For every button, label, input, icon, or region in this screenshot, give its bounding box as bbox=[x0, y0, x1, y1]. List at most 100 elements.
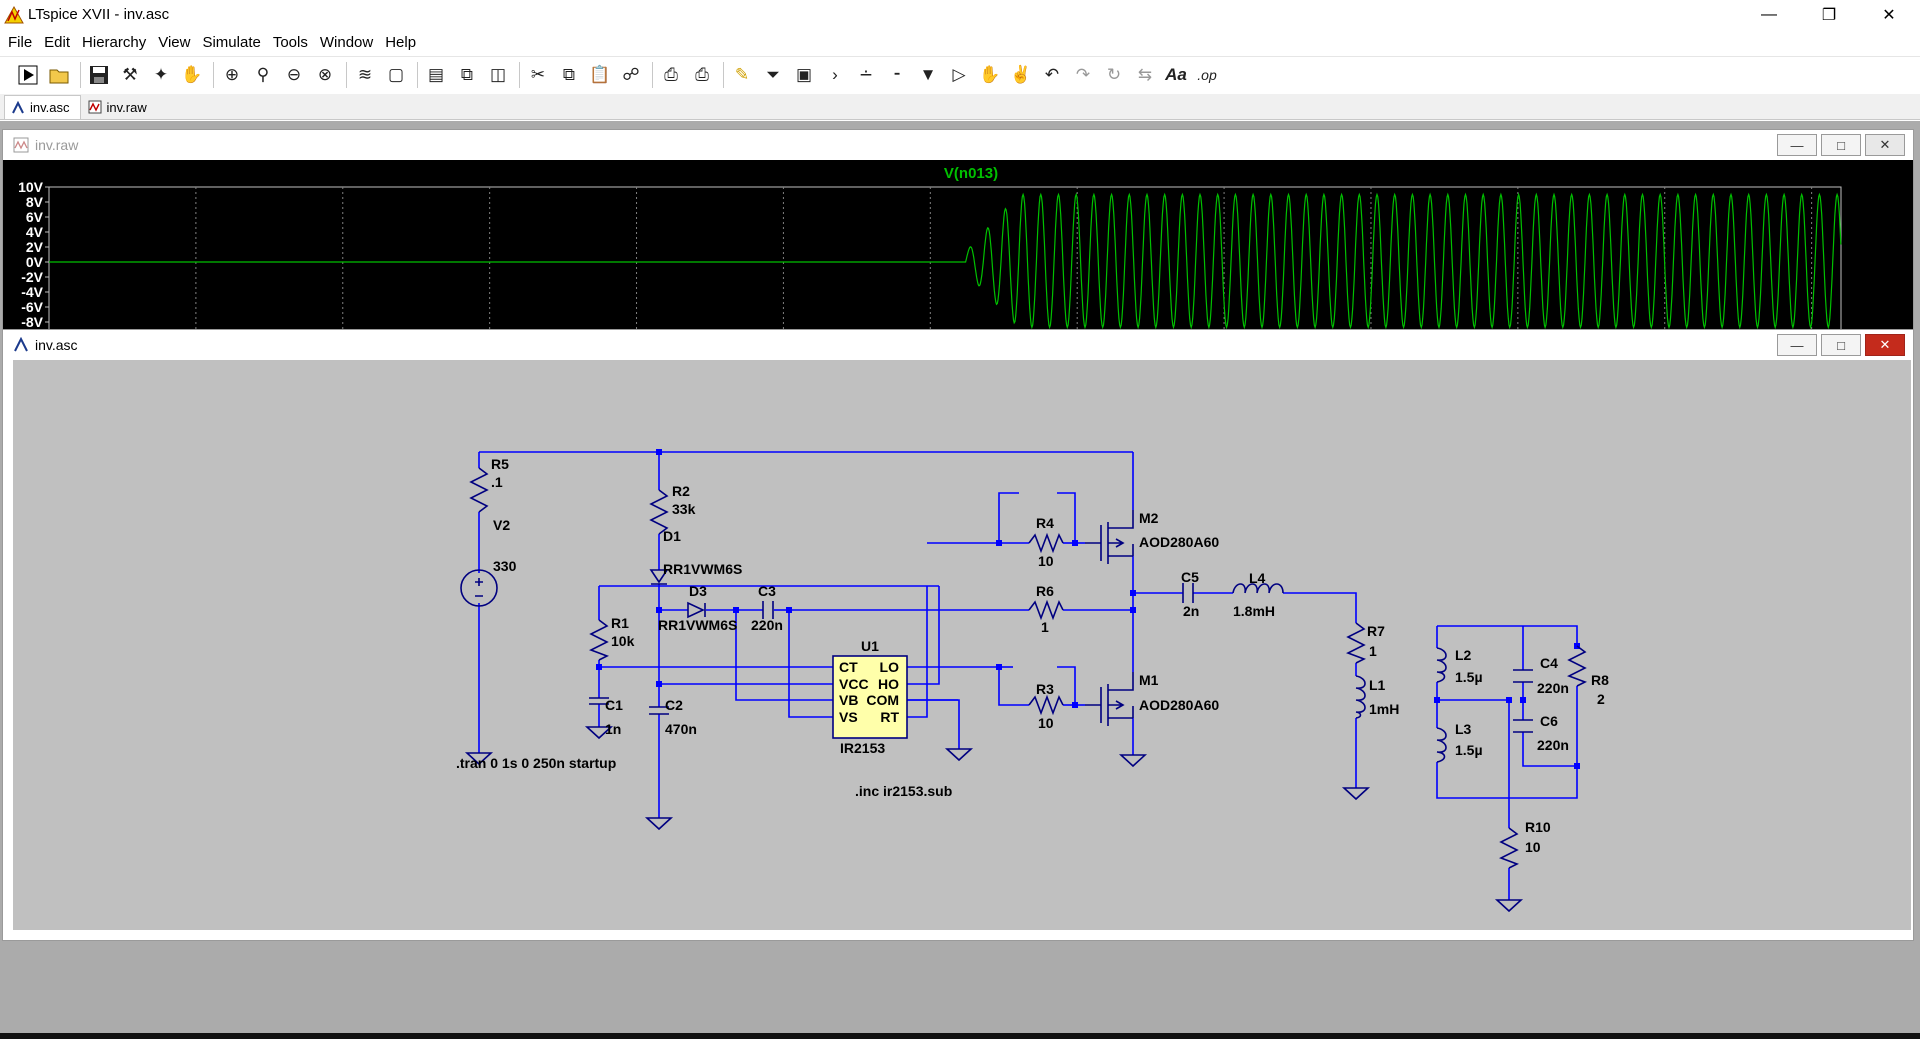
pan-button[interactable]: ✋ bbox=[178, 61, 206, 89]
print-button[interactable]: ⎙ bbox=[657, 61, 685, 89]
zoom-fit-button[interactable]: ⊗ bbox=[311, 61, 339, 89]
schematic-minimize-button[interactable]: — bbox=[1777, 334, 1817, 356]
label-l3[interactable]: L3 bbox=[1455, 721, 1472, 737]
value-c1[interactable]: 1n bbox=[605, 721, 621, 737]
label-r7[interactable]: R7 bbox=[1367, 623, 1385, 639]
print-setup-button[interactable]: ⎙ bbox=[688, 61, 716, 89]
value-u1[interactable]: IR2153 bbox=[840, 740, 885, 756]
restore-window-button[interactable]: ❐ bbox=[1801, 0, 1857, 30]
label-c4[interactable]: C4 bbox=[1540, 655, 1558, 671]
menu-help[interactable]: Help bbox=[385, 33, 417, 51]
tab-inv-asc[interactable]: inv.asc bbox=[4, 95, 81, 119]
label-r4[interactable]: R4 bbox=[1036, 515, 1054, 531]
label-c6[interactable]: C6 bbox=[1540, 713, 1558, 729]
tab-inv-raw[interactable]: inv.raw bbox=[81, 95, 158, 119]
label-r8[interactable]: R8 bbox=[1591, 672, 1609, 688]
zoom-out-button[interactable]: ⊖ bbox=[280, 61, 308, 89]
label-net-button[interactable]: ▣ bbox=[790, 61, 818, 89]
spice-directive-button[interactable]: .op bbox=[1193, 61, 1221, 89]
save-button[interactable] bbox=[85, 61, 113, 89]
waveform-maximize-button[interactable]: □ bbox=[1821, 134, 1861, 156]
trace-label[interactable]: V(n013) bbox=[944, 165, 998, 182]
value-r1[interactable]: 10k bbox=[611, 633, 635, 649]
value-d3[interactable]: RR1VWM6S bbox=[658, 617, 737, 633]
tile-horizontal-button[interactable]: ▤ bbox=[422, 61, 450, 89]
waveform-close-button[interactable]: ✕ bbox=[1865, 134, 1905, 156]
value-d1[interactable]: RR1VWM6S bbox=[663, 561, 742, 577]
menu-tools[interactable]: Tools bbox=[272, 33, 308, 51]
ground-button[interactable]: ⏷ bbox=[759, 61, 787, 89]
text-button[interactable]: Aa bbox=[1162, 61, 1190, 89]
value-m1[interactable]: AOD280A60 bbox=[1139, 697, 1219, 713]
redo-button[interactable]: ↷ bbox=[1069, 61, 1097, 89]
waveform-minimize-button[interactable]: — bbox=[1777, 134, 1817, 156]
value-v2[interactable]: 330 bbox=[493, 558, 517, 574]
label-l4[interactable]: L4 bbox=[1249, 570, 1266, 586]
tran-directive[interactable]: .tran 0 1s 0 250n startup bbox=[456, 755, 616, 771]
resistor-button[interactable]: › bbox=[821, 61, 849, 89]
value-c2[interactable]: 470n bbox=[665, 721, 697, 737]
zoom-area-button[interactable]: ⚲ bbox=[249, 61, 277, 89]
schematic-canvas[interactable]: R5 .1 R2 33k V2 330 D1 RR1VWM6S D3 RR1VW… bbox=[13, 360, 1911, 930]
label-c5[interactable]: C5 bbox=[1181, 569, 1199, 585]
autorange-button[interactable]: ≋ bbox=[351, 61, 379, 89]
schematic-drawing[interactable]: R5 .1 R2 33k V2 330 D1 RR1VWM6S D3 RR1VW… bbox=[13, 360, 1911, 930]
label-r10[interactable]: R10 bbox=[1525, 819, 1551, 835]
label-l2[interactable]: L2 bbox=[1455, 647, 1472, 663]
component-button[interactable]: ▷ bbox=[945, 61, 973, 89]
schematic-close-button[interactable]: ✕ bbox=[1865, 334, 1905, 356]
trace-line-vn013[interactable] bbox=[49, 192, 1842, 330]
value-l1[interactable]: 1mH bbox=[1369, 701, 1399, 717]
label-c2[interactable]: C2 bbox=[665, 697, 683, 713]
value-l4[interactable]: 1.8mH bbox=[1233, 603, 1275, 619]
value-r3[interactable]: 10 bbox=[1038, 715, 1054, 731]
label-m1[interactable]: M1 bbox=[1139, 672, 1159, 688]
label-l1[interactable]: L1 bbox=[1369, 677, 1386, 693]
undo-button[interactable]: ↶ bbox=[1038, 61, 1066, 89]
probe-button[interactable]: ✦ bbox=[147, 61, 175, 89]
value-r6[interactable]: 1 bbox=[1041, 619, 1049, 635]
rotate-button[interactable]: ↻ bbox=[1100, 61, 1128, 89]
menu-edit[interactable]: Edit bbox=[44, 33, 71, 51]
value-r8[interactable]: 2 bbox=[1597, 691, 1605, 707]
inductor-button[interactable]: ⁃ bbox=[883, 61, 911, 89]
value-c6[interactable]: 220n bbox=[1537, 737, 1569, 753]
schematic-maximize-button[interactable]: □ bbox=[1821, 334, 1861, 356]
menu-window[interactable]: Window bbox=[319, 33, 374, 51]
value-m2[interactable]: AOD280A60 bbox=[1139, 534, 1219, 550]
value-r5[interactable]: .1 bbox=[491, 474, 503, 490]
value-r7[interactable]: 1 bbox=[1369, 643, 1377, 659]
draw-wire-button[interactable]: ✎ bbox=[728, 61, 756, 89]
paste-button[interactable]: 📋 bbox=[586, 61, 614, 89]
value-c3[interactable]: 220n bbox=[751, 617, 783, 633]
delete-trace-button[interactable]: ▢ bbox=[382, 61, 410, 89]
value-r10[interactable]: 10 bbox=[1525, 839, 1541, 855]
open-button[interactable] bbox=[45, 61, 73, 89]
label-r3[interactable]: R3 bbox=[1036, 681, 1054, 697]
menu-simulate[interactable]: Simulate bbox=[202, 33, 261, 51]
label-r5[interactable]: R5 bbox=[491, 456, 509, 472]
label-c1[interactable]: C1 bbox=[605, 697, 623, 713]
run-button[interactable] bbox=[14, 61, 42, 89]
label-u1[interactable]: U1 bbox=[861, 638, 879, 654]
menu-file[interactable]: File bbox=[8, 33, 33, 51]
menu-view[interactable]: View bbox=[158, 33, 191, 51]
diode-button[interactable]: ▼ bbox=[914, 61, 942, 89]
copy-button[interactable]: ⧉ bbox=[555, 61, 583, 89]
label-m2[interactable]: M2 bbox=[1139, 510, 1159, 526]
move-button[interactable]: ✋ bbox=[976, 61, 1004, 89]
label-r6[interactable]: R6 bbox=[1036, 583, 1054, 599]
include-directive[interactable]: .inc ir2153.sub bbox=[855, 783, 952, 799]
find-button[interactable]: ☍ bbox=[617, 61, 645, 89]
value-r2[interactable]: 33k bbox=[672, 501, 696, 517]
capacitor-button[interactable]: ∸ bbox=[852, 61, 880, 89]
value-l3[interactable]: 1.5µ bbox=[1455, 742, 1483, 758]
zoom-in-button[interactable]: ⊕ bbox=[218, 61, 246, 89]
cascade-button[interactable]: ⧉ bbox=[453, 61, 481, 89]
close-window-button[interactable]: ✕ bbox=[1861, 0, 1917, 30]
value-r4[interactable]: 10 bbox=[1038, 553, 1054, 569]
value-c5[interactable]: 2n bbox=[1183, 603, 1199, 619]
minimize-window-button[interactable]: — bbox=[1741, 0, 1797, 30]
label-d3[interactable]: D3 bbox=[689, 583, 707, 599]
label-r1[interactable]: R1 bbox=[611, 615, 629, 631]
